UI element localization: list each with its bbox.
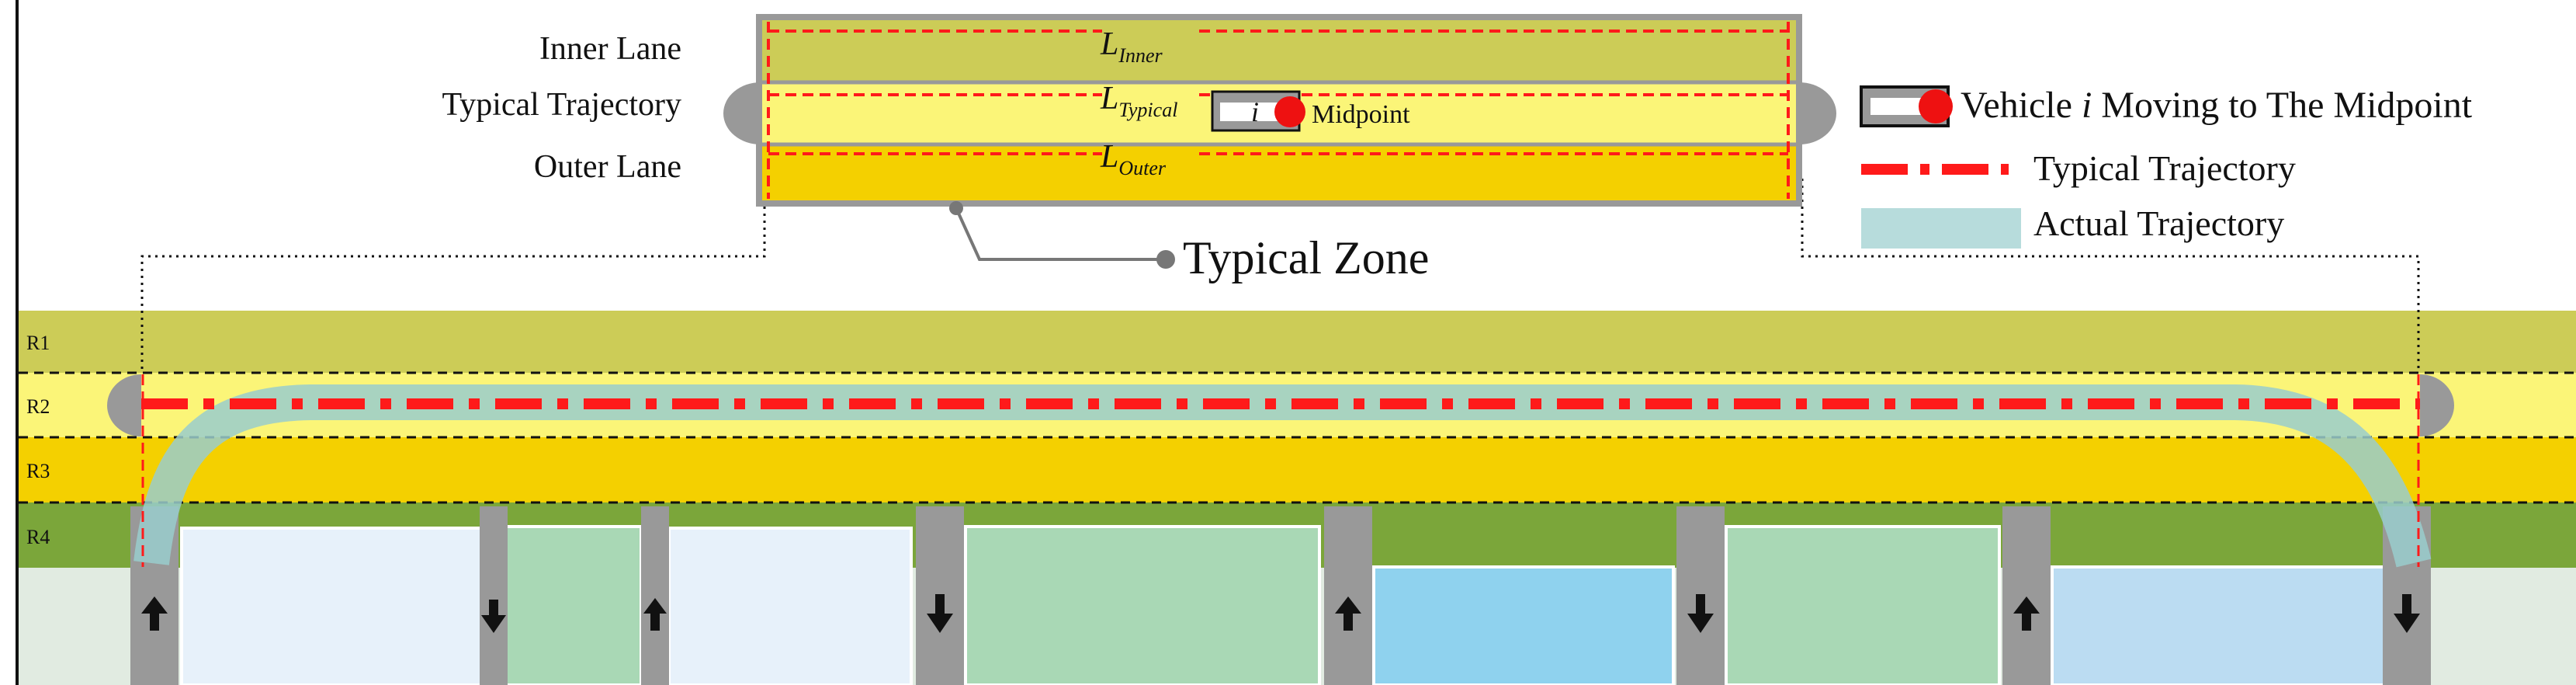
down-arrow-icon [927,594,953,633]
lane-end-cap [107,374,141,436]
callout-dot [1156,250,1175,269]
down-arrow-icon [481,600,506,633]
zone-callout-line [955,207,1166,261]
typical-trajectory-label: Typical Trajectory [442,87,682,123]
up-arrow-icon [2013,596,2040,631]
l-typical-label: LTypical [1100,81,1177,121]
access-lane [1324,506,1372,685]
zone-end-cap [1799,82,1836,144]
legend-typical-label: Typical Trajectory [2033,148,2296,188]
access-lane [641,506,669,685]
down-arrow-icon [1687,594,1714,633]
midpoint-dot [1274,96,1305,127]
parking-block [2051,565,2386,685]
access-lane [480,506,508,685]
up-arrow-icon [141,596,168,631]
l-outer-label: LOuter [1100,139,1167,179]
inner-lane-strip [762,20,1796,82]
outer-lane-label: Outer Lane [534,149,681,185]
midpoint-label: Midpoint [1312,100,1410,129]
zone-end-cap [723,82,761,144]
up-arrow-icon [1335,596,1361,631]
legend-vehicle-label: Vehicle i Moving to The Midpoint [1961,85,2473,126]
outer-lane-strip [762,144,1796,200]
legend-actual-label: Actual Trajectory [2033,203,2284,243]
up-arrow-icon [643,598,667,631]
lane-r3 [19,437,2576,502]
parking-block [1372,565,1675,685]
legend-vehicle-icon [1860,85,1953,127]
parking-block [964,525,1321,685]
parking-block [1725,525,2001,685]
lane-label-r4: R4 [26,526,50,548]
road-section: R1 R2 R3 R4 [19,179,2576,685]
callout-dot [949,201,963,215]
lane-r1 [19,311,2576,373]
lane-end-cap [2420,374,2454,436]
parking-block [667,527,913,685]
typical-zone-closeup: LInner LTypical LOuter i Midpoint [723,14,1836,207]
zoom-connector-right [1801,179,2420,373]
inner-lane-label: Inner Lane [539,31,681,67]
typical-zone-label: Typical Zone [1183,232,1429,283]
legend: Vehicle i Moving to The Midpoint Typical… [1860,85,2473,249]
lane-label-r2: R2 [26,395,50,418]
parking-block [180,527,484,685]
parking-block [503,525,643,685]
vehicle-symbol: i [1251,96,1259,127]
access-lane [2002,506,2051,685]
down-arrow-icon [2394,594,2420,633]
lane-label-r3: R3 [26,460,50,482]
vehicle-glyph: i [1211,90,1305,132]
legend-actual-swatch [1861,208,2021,249]
lane-label-r1: R1 [26,332,50,354]
l-inner-label: LInner [1100,26,1163,67]
